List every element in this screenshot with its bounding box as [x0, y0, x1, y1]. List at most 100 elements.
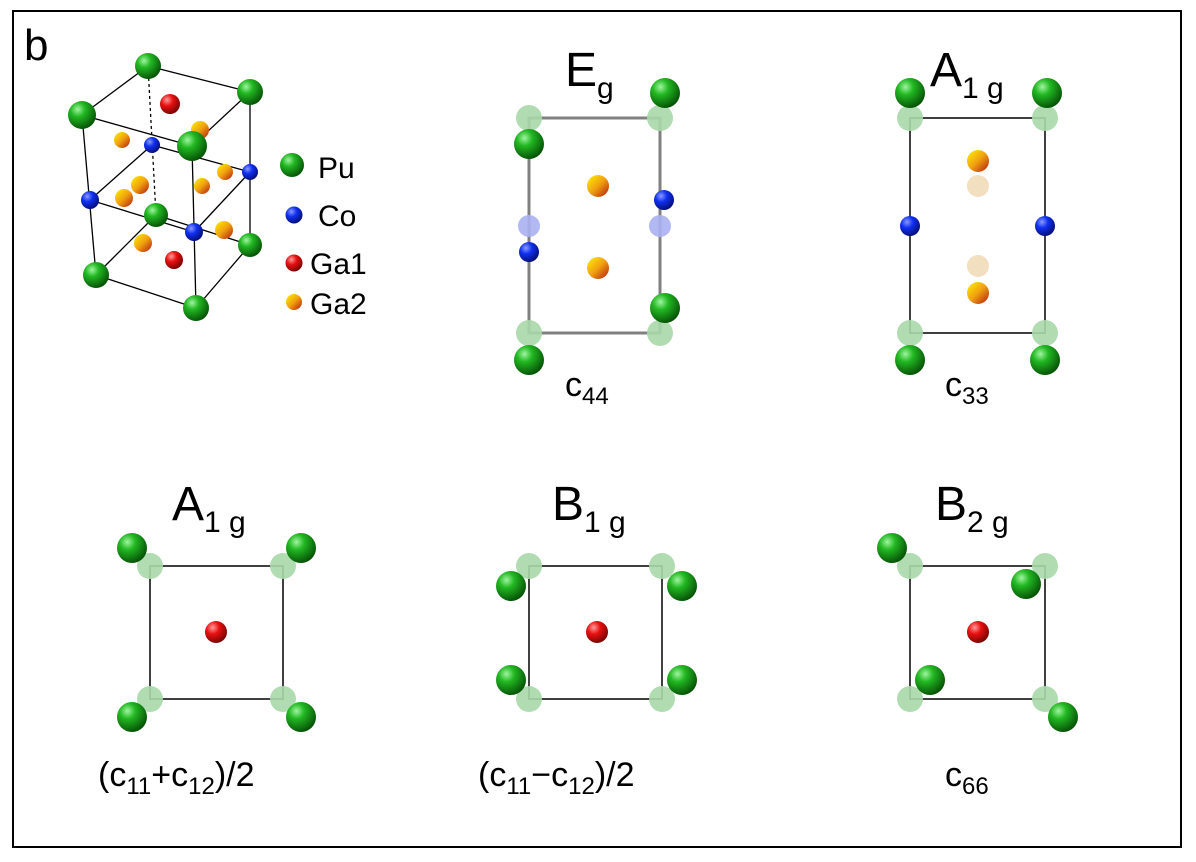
ga2-atom [215, 221, 233, 239]
ghost-ga2-atom [967, 175, 989, 197]
ga2-atom [967, 150, 989, 172]
pu-atom [1030, 345, 1060, 375]
co-atom [185, 223, 203, 241]
ghost-pu-atom [516, 553, 542, 579]
atom-legend: Pu Co Ga1 Ga2 [280, 152, 367, 321]
figure-frame [12, 10, 1182, 848]
ga2-atom [131, 176, 149, 194]
pu-atom [83, 262, 109, 288]
mode-a1g-bottom-irrep: A1 g [172, 478, 246, 539]
pu-atom [667, 665, 697, 695]
ghost-pu-atom [649, 553, 675, 579]
mode-a1g-bottom-cell [149, 565, 284, 700]
mode-a1g-bottom: A1 g (c11+c12)/2 [98, 478, 316, 800]
co-atom [900, 216, 920, 236]
ga1-atom [967, 621, 989, 643]
mode-a1g-top-constant: c33 [945, 366, 989, 410]
co-atom [654, 190, 674, 210]
pu-atom [1048, 702, 1078, 732]
ghost-pu-atom [270, 553, 296, 579]
pu-atom [667, 571, 697, 601]
pu-atom [915, 665, 945, 695]
pu-atom [1032, 78, 1062, 108]
legend-pu-icon [280, 153, 304, 177]
mode-b2g: B2 g c66 [877, 478, 1078, 800]
ghost-co-atom [518, 215, 540, 237]
legend-ga2-label: Ga2 [310, 288, 367, 321]
pu-atom [286, 702, 316, 732]
ghost-pu-atom [1032, 320, 1058, 346]
ga1-atom [205, 621, 227, 643]
ghost-pu-atom [137, 686, 163, 712]
pu-atom [650, 293, 680, 323]
ga1-atom [165, 251, 183, 269]
mode-eg-cell [527, 116, 662, 335]
legend-ga1-label: Ga1 [310, 248, 367, 281]
pu-atom [238, 233, 262, 257]
ghost-pu-atom [137, 553, 163, 579]
mode-eg-constant: c44 [565, 366, 609, 410]
ga2-atom [115, 189, 133, 207]
ghost-pu-atom [1032, 553, 1058, 579]
pu-atom [237, 79, 263, 105]
mode-b1g-constant: (c11−c12)/2 [478, 756, 635, 800]
unit-cell-atoms [68, 53, 263, 321]
pu-atom [177, 131, 207, 161]
ghost-pu-atom [516, 105, 542, 131]
mode-b1g-irrep: B1 g [552, 478, 626, 539]
pu-atom [496, 665, 526, 695]
ghost-pu-atom [270, 686, 296, 712]
ghost-pu-atom [897, 686, 923, 712]
ghost-pu-atom [897, 105, 923, 131]
legend-ga1-icon [285, 254, 303, 272]
panel-label: b [24, 21, 48, 70]
mode-b1g-cell [528, 565, 663, 700]
mode-b2g-constant: c66 [945, 756, 989, 800]
pu-atom [183, 295, 209, 321]
co-atom [1035, 216, 1055, 236]
ghost-pu-atom [897, 553, 923, 579]
pu-atom [895, 78, 925, 108]
co-atom [81, 191, 99, 209]
ghost-pu-atom [516, 320, 542, 346]
pu-atom [286, 533, 316, 563]
ghost-ga2-atom [967, 255, 989, 277]
ga2-atom [967, 282, 989, 304]
mode-eg-irrep: Eg [565, 44, 614, 105]
co-atom [519, 242, 539, 262]
ghost-pu-atom [897, 320, 923, 346]
pu-atom [895, 345, 925, 375]
pu-atom [1011, 569, 1041, 599]
legend-ga2-icon [286, 294, 302, 310]
pu-atom [117, 702, 147, 732]
co-atom [144, 137, 160, 153]
mode-eg: Eg c44 [514, 44, 680, 410]
mode-a1g-top-irrep: A1 g [930, 44, 1004, 105]
ghost-pu-atom [649, 686, 675, 712]
ga2-atom [114, 132, 130, 148]
ghost-pu-atom [1032, 686, 1058, 712]
ghost-co-atom [649, 215, 671, 237]
pu-atom [496, 571, 526, 601]
co-atom [242, 164, 258, 180]
pu-atom [68, 101, 96, 129]
pu-atom [514, 129, 544, 159]
ghost-pu-atom [647, 105, 673, 131]
ghost-pu-atom [1032, 105, 1058, 131]
ga1-atom [160, 94, 180, 114]
ghost-pu-atom [516, 686, 542, 712]
legend-co-label: Co [318, 200, 356, 233]
mode-a1g-top: A1 g c33 [895, 44, 1062, 410]
pu-atom [117, 533, 147, 563]
mode-b1g: B1 g (c11−c12)/2 [478, 478, 697, 800]
ga2-atom [587, 175, 609, 197]
ga2-atom [217, 164, 233, 180]
ga2-atom [194, 178, 210, 194]
pu-atom [144, 203, 168, 227]
mode-b2g-cell [909, 565, 1046, 700]
mode-a1g-bottom-constant: (c11+c12)/2 [98, 756, 255, 800]
pu-atom [650, 78, 680, 108]
pu-atom [514, 345, 544, 375]
pu-atom [135, 53, 161, 79]
